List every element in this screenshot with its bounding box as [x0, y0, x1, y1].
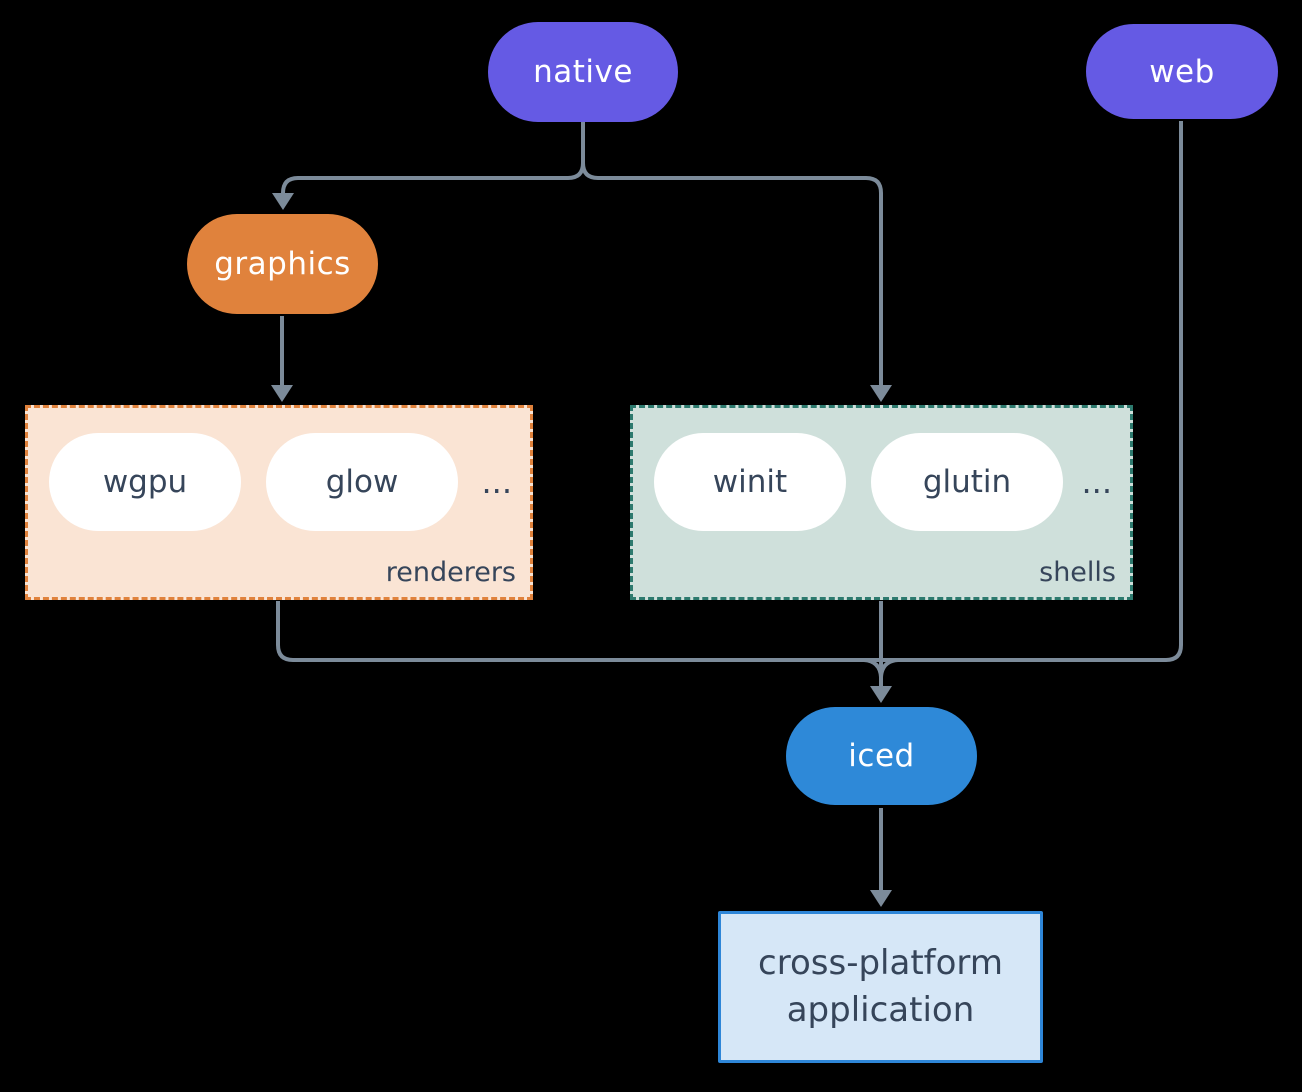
- connector-native-to-graphics: [281, 122, 585, 194]
- node-cross-platform-application: cross-platform application: [718, 911, 1043, 1063]
- node-native: native: [488, 22, 678, 122]
- node-iced: iced: [786, 707, 977, 805]
- node-web: web: [1086, 24, 1278, 119]
- renderers-group-label: renderers: [385, 557, 516, 588]
- application-label-line1: cross-platform: [758, 943, 1003, 984]
- group-renderers: wgpu glow ... renderers: [25, 405, 533, 600]
- node-winit: winit: [654, 433, 846, 531]
- node-glow-label: glow: [325, 464, 399, 500]
- arrowhead-shells: [870, 385, 892, 402]
- arrowhead-graphics: [272, 193, 294, 210]
- node-glutin-label: glutin: [922, 464, 1012, 500]
- node-glow: glow: [266, 433, 458, 531]
- shells-group-label: shells: [1039, 557, 1116, 588]
- connector-merge-bus: [276, 121, 1183, 662]
- connector-native-to-shells: [581, 162, 883, 385]
- connector-merge-fillet-left: [863, 658, 883, 678]
- node-wgpu: wgpu: [49, 433, 241, 531]
- renderers-ellipsis: ...: [481, 463, 512, 501]
- node-winit-label: winit: [712, 464, 788, 500]
- node-iced-label: iced: [848, 738, 915, 774]
- arrowhead-application: [870, 890, 892, 907]
- node-glutin: glutin: [871, 433, 1063, 531]
- arrowhead-renderers: [271, 385, 293, 402]
- node-native-label: native: [533, 54, 633, 90]
- connector-merge-fillet-right: [879, 658, 899, 678]
- shells-ellipsis: ...: [1081, 463, 1112, 501]
- node-graphics: graphics: [187, 214, 378, 314]
- group-shells: winit glutin ... shells: [630, 405, 1133, 600]
- arrowhead-iced: [870, 686, 892, 703]
- application-label-line2: application: [786, 990, 975, 1030]
- node-web-label: web: [1149, 53, 1215, 90]
- node-graphics-label: graphics: [214, 246, 351, 282]
- node-wgpu-label: wgpu: [102, 464, 188, 500]
